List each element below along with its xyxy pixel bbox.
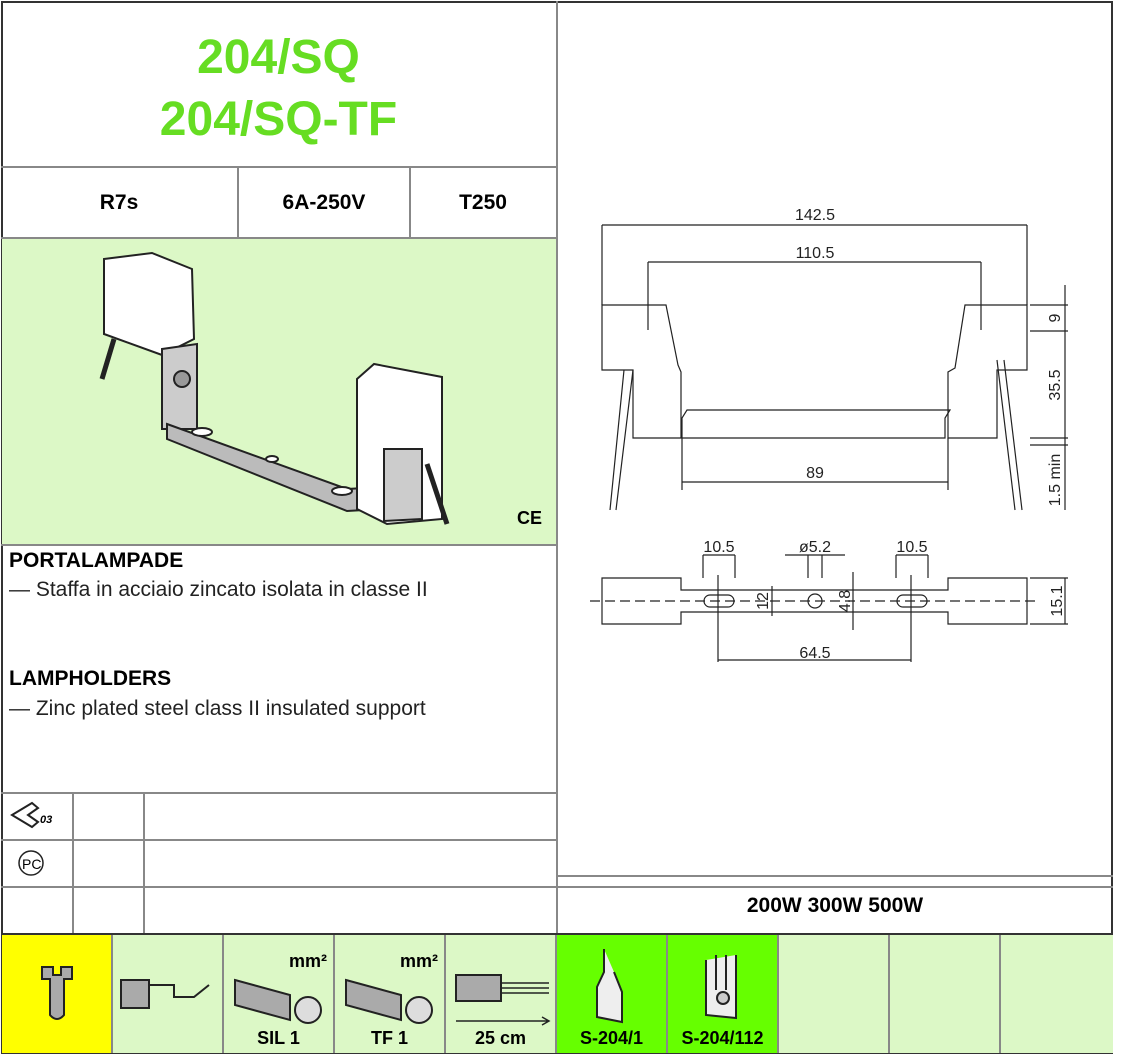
dim-inner-width: 110.5: [796, 245, 835, 262]
accessory-wire-length: 25 cm: [446, 935, 557, 1053]
dim-hole-diameter: ø5.2: [799, 539, 831, 556]
accessory-clip-s204-112: S-204/112: [668, 935, 779, 1053]
product-photo: CE: [2, 239, 556, 545]
dim-slot-left: 10.5: [703, 539, 734, 556]
spec-temperature: T250: [459, 191, 507, 214]
accessory-label: 25 cm: [474, 1028, 527, 1048]
dim-slot-right: 10.5: [896, 539, 927, 556]
screw-terminal-icon: [41, 966, 73, 1020]
lampholder-illustration: [99, 251, 450, 526]
unit-label: mm²: [399, 951, 438, 971]
svg-text:PC: PC: [22, 856, 41, 872]
accessory-cable-sil: mm² SIL 1: [224, 935, 335, 1053]
clip-s204-112-icon: [705, 955, 737, 1020]
accessory-label: TF 1: [370, 1028, 408, 1048]
accessory-label: SIL 1: [257, 1028, 300, 1048]
product-code: 204/SQ: [197, 31, 360, 84]
it-text: — Staffa in acciaio zincato isolata in c…: [9, 578, 428, 601]
ce-mark: CE: [516, 508, 542, 528]
empty-cell: [890, 935, 1001, 1053]
dim-total-depth: 15.1: [1049, 585, 1066, 616]
gost-icon: PC: [14, 848, 58, 883]
accessory-label: S-204/1: [579, 1028, 644, 1048]
accessory-clip-s204-1: S-204/1: [557, 935, 668, 1053]
accessory-screw-terminal: [2, 935, 113, 1053]
dim-min-clearance: 1.5 min: [1047, 454, 1064, 506]
dim-strip-width: 12: [755, 592, 772, 610]
cable-sil-icon: [234, 978, 322, 1024]
spec-rating: 6A-250V: [282, 191, 366, 214]
push-in-terminal-icon: [120, 979, 210, 1009]
product-code-tf: 204/SQ-TF: [159, 93, 398, 146]
technical-drawing: 142.5 110.5 89 9 35.5 1.5 min 10.5 ø5.2 …: [590, 207, 1068, 662]
wattage-range: 200W 300W 500W: [746, 894, 924, 917]
dim-base-width: 89: [806, 465, 824, 482]
cable-tf-icon: [345, 978, 433, 1024]
dim-top-height: 9: [1047, 313, 1064, 322]
dim-slot-spacing: 64.5: [799, 645, 830, 662]
en-text: — Zinc plated steel class II insulated s…: [9, 697, 426, 720]
spec-base: R7s: [99, 191, 139, 214]
accessory-cable-tf: mm² TF 1: [335, 935, 446, 1053]
clip-s204-1-icon: [596, 949, 623, 1024]
enec-03-icon: 03: [10, 800, 70, 833]
unit-label: mm²: [288, 951, 327, 971]
en-heading: LAMPHOLDERS: [9, 667, 172, 690]
empty-cell: [1001, 935, 1113, 1053]
accessory-label: S-204/112: [681, 1028, 764, 1048]
accessory-push-in-terminal: [113, 935, 224, 1053]
wire-length-icon: [455, 974, 551, 1026]
it-heading: PORTALAMPADE: [9, 549, 184, 572]
empty-cell: [779, 935, 890, 1053]
dim-total-width: 142.5: [795, 207, 835, 224]
dim-height: 35.5: [1047, 369, 1064, 400]
svg-text:03: 03: [40, 814, 52, 826]
dim-slot-height: 4.8: [837, 590, 854, 612]
